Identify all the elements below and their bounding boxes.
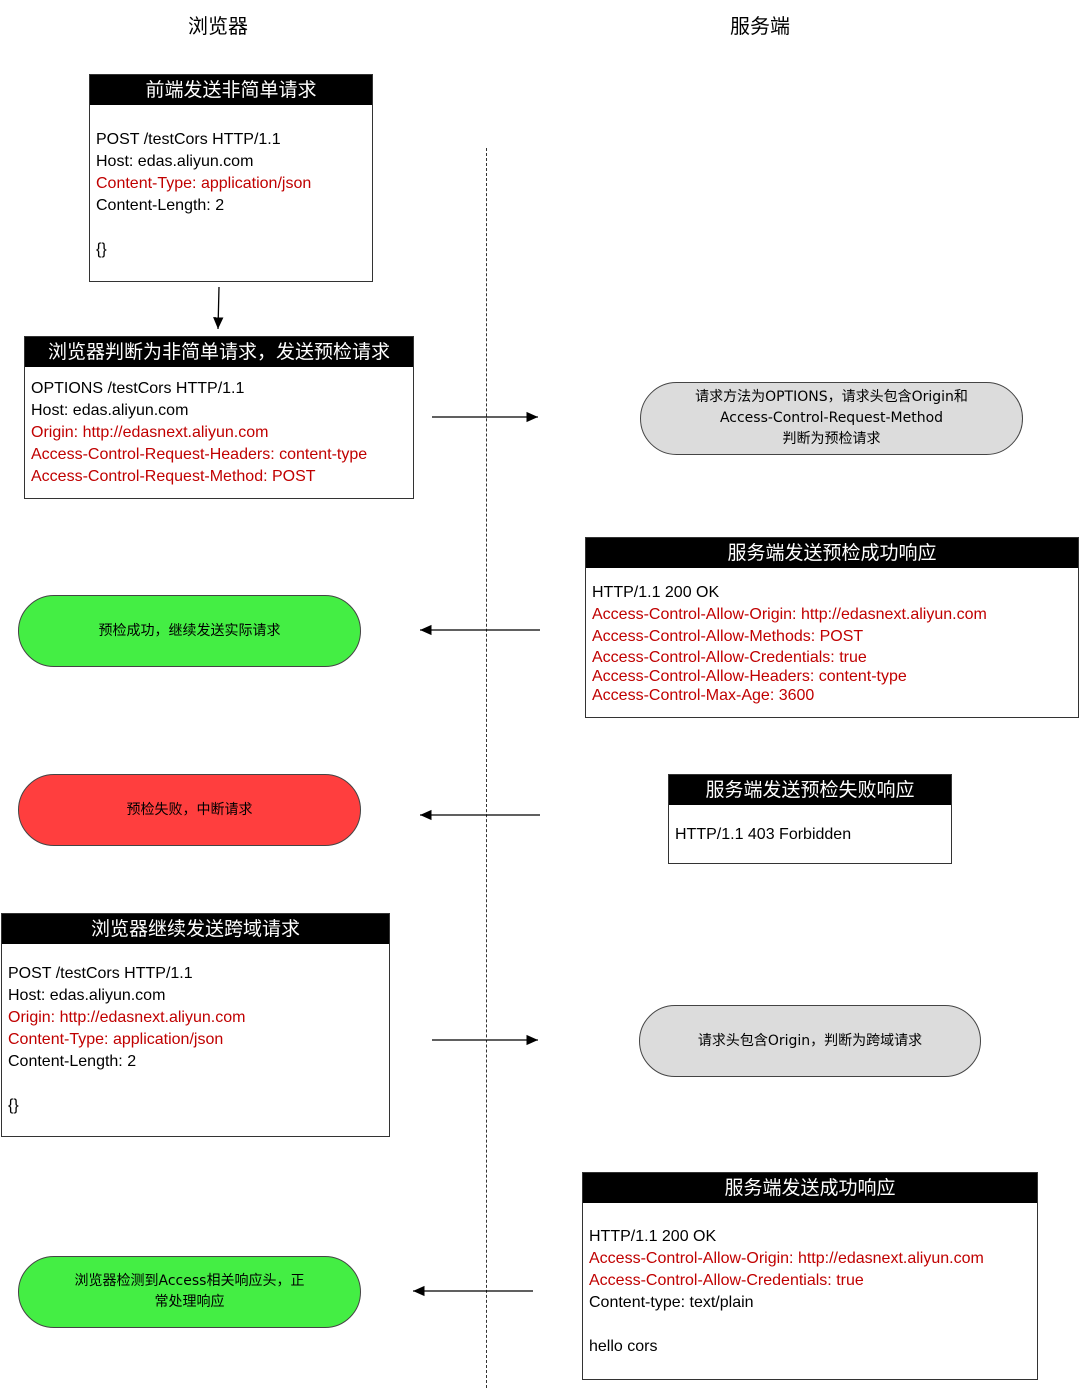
request-box-preflight: 浏览器判断为非简单请求，发送预检请求 OPTIONS /testCors HTT… [24,336,414,499]
swimlane-divider [486,148,487,1388]
text-line [8,1073,383,1095]
box-body: HTTP/1.1 403 Forbidden [669,805,951,846]
browser-handle-response: 浏览器检测到Access相关响应头，正常处理响应 [18,1256,361,1328]
text-line: Host: edas.aliyun.com [31,402,189,419]
pill-text-line: 请求方法为OPTIONS，请求头包含Origin和 [695,389,968,405]
text-line: Access-Control-Allow-Origin: http://edas… [589,1250,984,1267]
pill-text-line: 请求头包含Origin，判断为跨域请求 [697,1032,923,1049]
server-decision-cors: 请求头包含Origin，判断为跨域请求 [639,1005,981,1077]
browser-preflight-failure: 预检失败，中断请求 [18,774,361,846]
text-line: Access-Control-Allow-Headers: content-ty… [592,668,907,685]
pill-text-line: 判断为预检请求 [782,431,881,447]
box-title: 浏览器继续发送跨域请求 [2,914,389,944]
text-line: Content-Length: 2 [8,1053,137,1070]
response-box-preflight-success: 服务端发送预检成功响应 HTTP/1.1 200 OK Access-Contro… [585,537,1079,718]
box-body: HTTP/1.1 200 OK Access-Control-Allow-Orig… [586,568,1078,705]
box-title: 服务端发送预检成功响应 [586,538,1078,568]
text-line: Access-Control-Allow-Origin: http://edas… [592,606,987,623]
pill-text-line: Access-Control-Request-Method [719,410,944,426]
text-line: Content-type: text/plain [589,1294,754,1311]
pill-text-line: 常处理响应 [154,1294,225,1310]
text-line: Host: edas.aliyun.com [96,153,254,170]
server-column-header: 服务端 [730,14,790,38]
box-title: 浏览器判断为非简单请求，发送预检请求 [25,337,413,367]
text-line: Content-Type: application/json [96,175,312,192]
text-line [589,1314,1031,1336]
text-line: HTTP/1.1 403 Forbidden [675,826,852,843]
text-line: Access-Control-Allow-Methods: POST [592,628,864,645]
pill-text-line: 浏览器检测到Access相关响应头，正 [74,1273,305,1289]
text-line: Access-Control-Max-Age: 3600 [592,687,815,704]
text-line: POST /testCors HTTP/1.1 [8,965,193,982]
text-line: HTTP/1.1 200 OK [592,584,720,601]
text-line: Host: edas.aliyun.com [8,987,166,1004]
server-decision-preflight: 请求方法为OPTIONS，请求头包含Origin和 Access-Control-… [640,382,1023,455]
box-title: 前端发送非简单请求 [90,75,372,105]
text-line [96,217,366,239]
text-line: POST /testCors HTTP/1.1 [96,131,281,148]
box-title: 服务端发送成功响应 [583,1173,1037,1203]
browser-column-header: 浏览器 [188,14,248,38]
text-line: Access-Control-Allow-Credentials: true [592,649,867,666]
response-box-preflight-failure: 服务端发送预检失败响应 HTTP/1.1 403 Forbidden [668,774,952,864]
arrow-down-step1-to-step2 [213,286,224,330]
response-box-success: 服务端发送成功响应 HTTP/1.1 200 OK Access-Control-… [582,1172,1038,1380]
text-line: Origin: http://edasnext.aliyun.com [8,1009,246,1026]
text-line: OPTIONS /testCors HTTP/1.1 [31,380,245,397]
text-line: Content-Length: 2 [96,197,225,214]
text-line: Access-Control-Request-Headers: content-… [31,446,368,463]
text-line: {} [96,241,107,258]
text-line: Origin: http://edasnext.aliyun.com [31,424,269,441]
text-line: hello cors [589,1338,658,1355]
text-line: {} [8,1097,19,1114]
browser-preflight-success: 预检成功，继续发送实际请求 [18,595,361,667]
text-line: Access-Control-Request-Method: POST [31,468,316,485]
text-line: HTTP/1.1 200 OK [589,1228,717,1245]
text-line: Content-Type: application/json [8,1031,224,1048]
text-line: Access-Control-Allow-Credentials: true [589,1272,864,1289]
box-body: HTTP/1.1 200 OK Access-Control-Allow-Orig… [583,1203,1037,1358]
box-title: 服务端发送预检失败响应 [669,775,951,805]
